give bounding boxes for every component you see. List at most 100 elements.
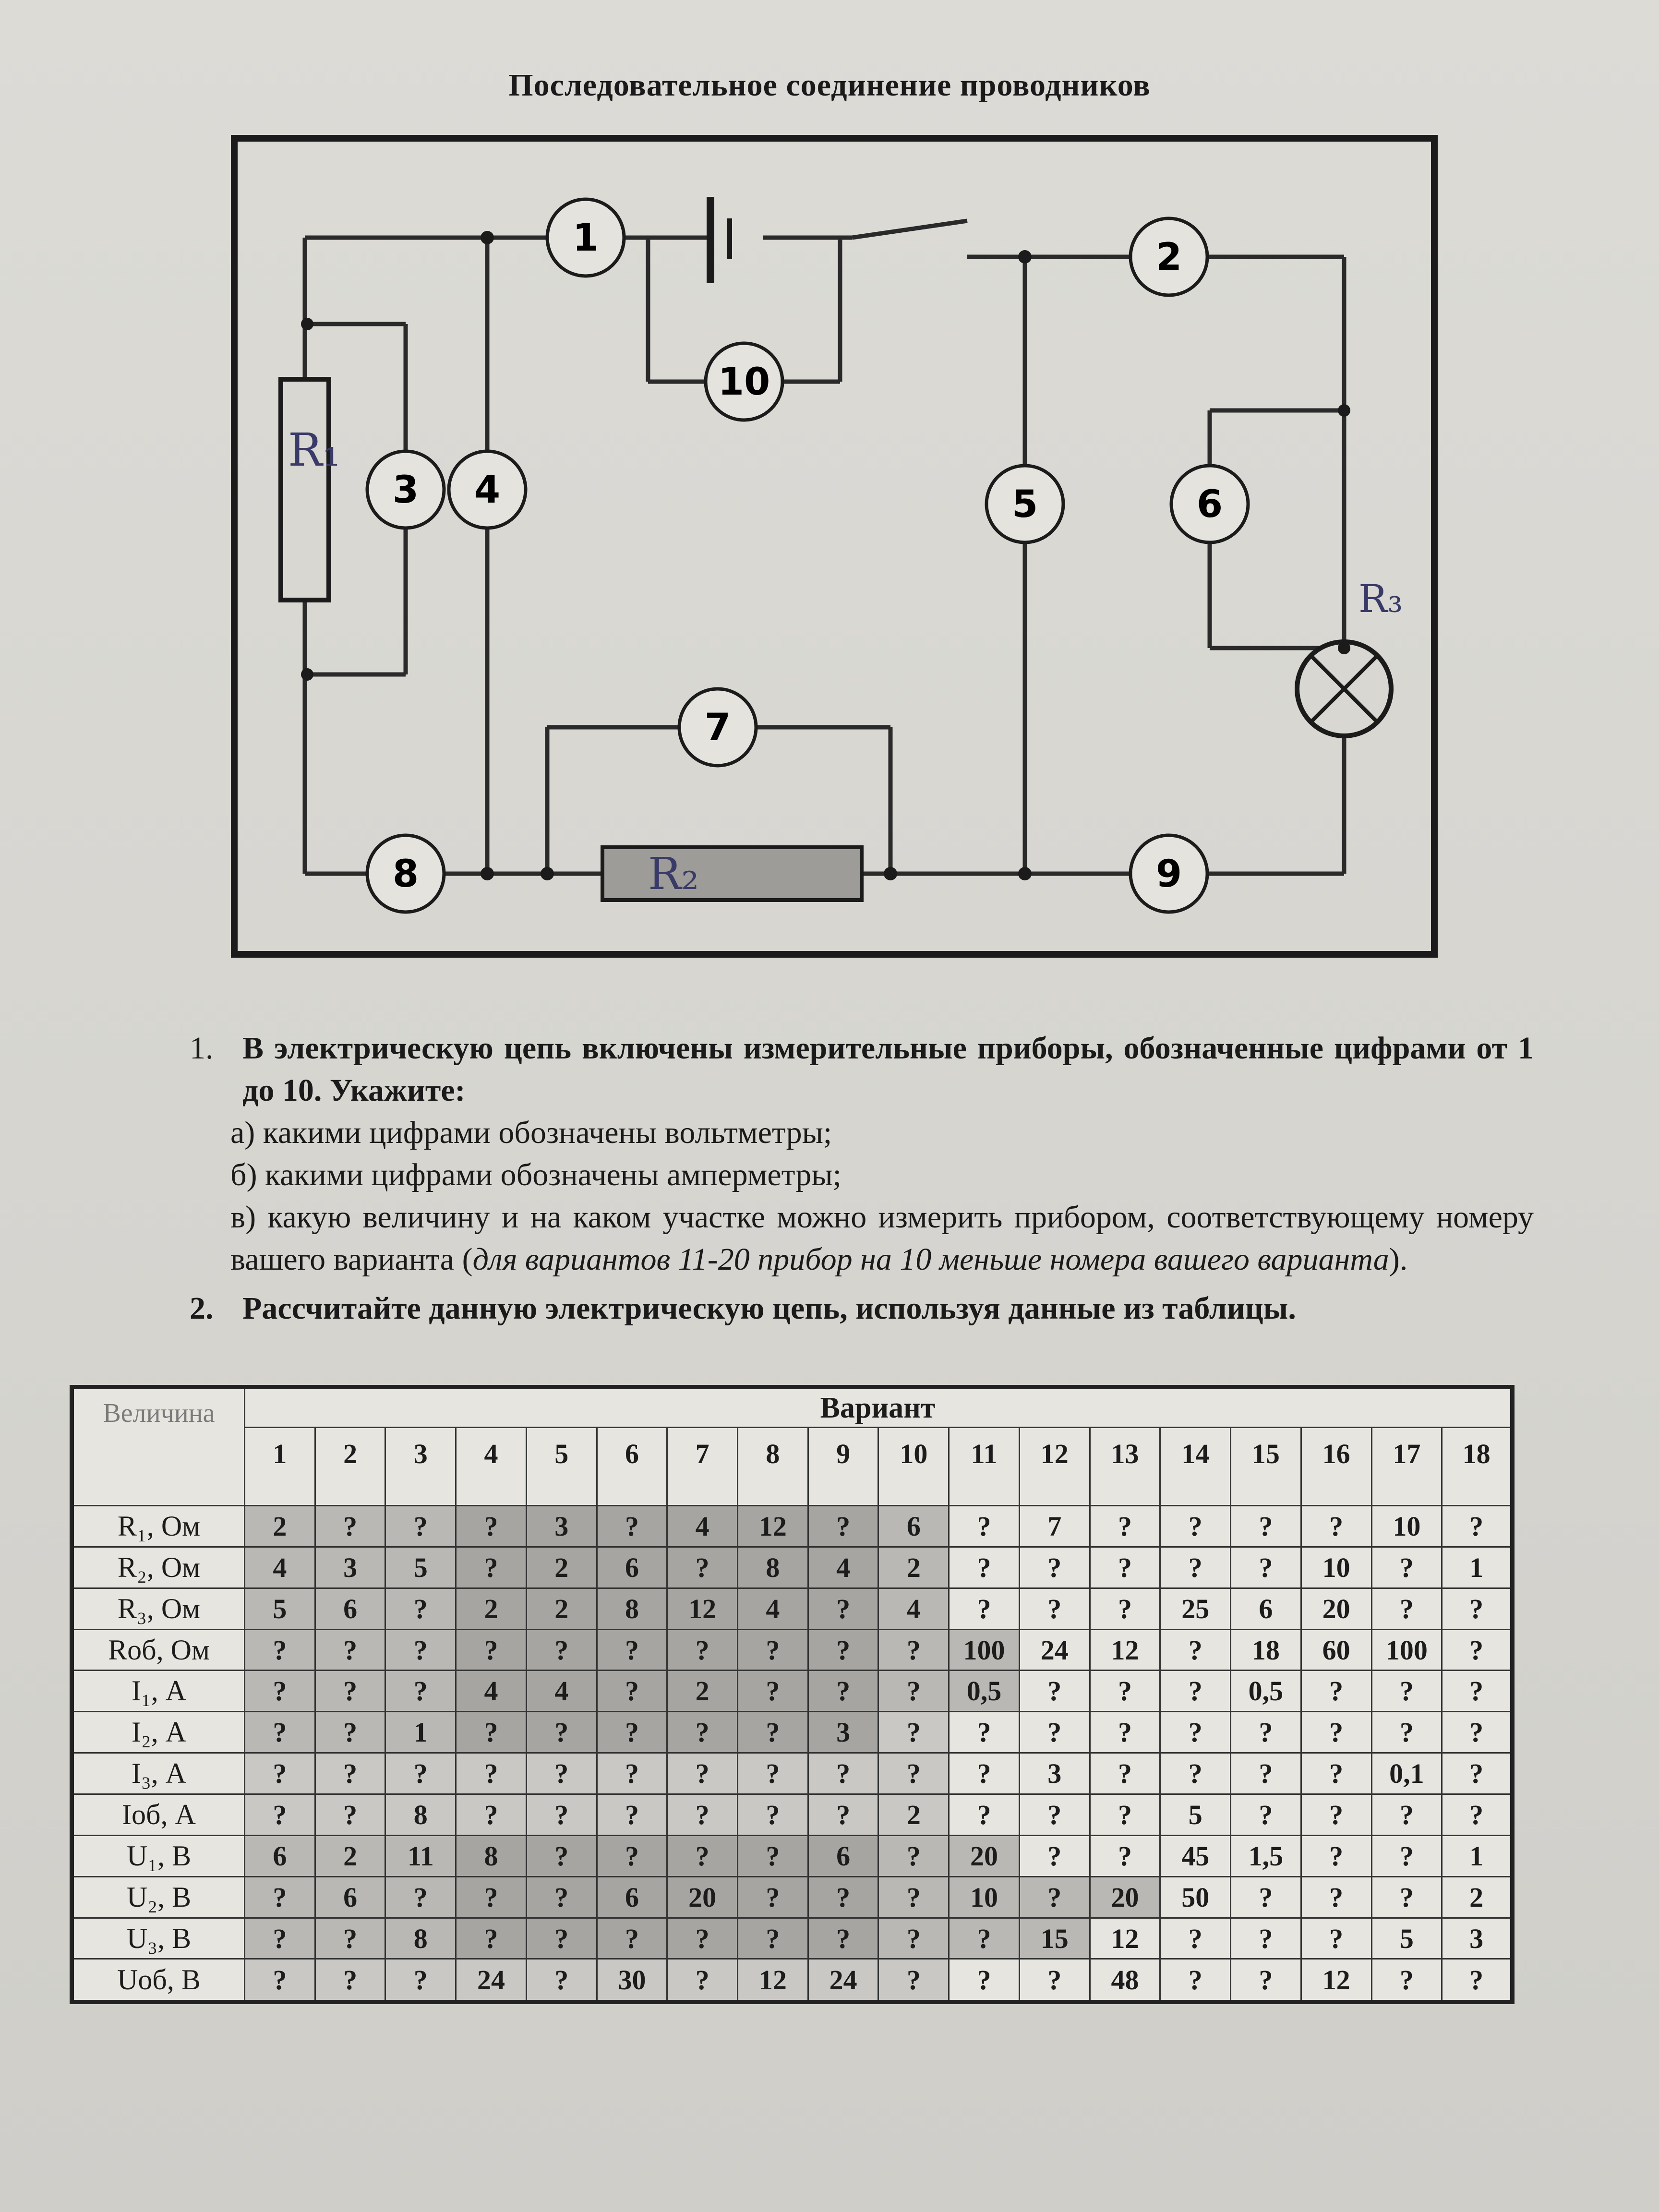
table-cell: ? [1300, 1711, 1372, 1754]
svg-text:6: 6 [1197, 483, 1223, 526]
table-cell: ? [314, 1711, 386, 1754]
table-cell: ? [455, 1711, 527, 1754]
table-cell: ? [878, 1670, 950, 1713]
svg-text:8: 8 [393, 853, 419, 896]
svg-text:1: 1 [573, 216, 599, 260]
table-cell: ? [596, 1793, 668, 1836]
svg-text:4: 4 [474, 469, 500, 512]
svg-text:7: 7 [705, 706, 731, 749]
table-cell: 8 [596, 1587, 668, 1630]
table-cell: ? [666, 1546, 739, 1589]
table-cell: ? [948, 1711, 1020, 1754]
table-cell: 8 [737, 1546, 809, 1589]
table-cell: ? [1089, 1546, 1161, 1589]
table-cell: ? [1089, 1711, 1161, 1754]
table-cell: ? [1441, 1505, 1513, 1548]
lamp-r3 [1295, 639, 1394, 738]
table-cell: ? [385, 1875, 457, 1919]
table-cell: ? [1370, 1834, 1443, 1877]
table-cell: ? [1230, 1917, 1302, 1960]
variant-number: 2 [314, 1427, 386, 1506]
table-cell: ? [878, 1711, 950, 1754]
table-cell: ? [1230, 1958, 1302, 2003]
table-cell: ? [244, 1670, 316, 1713]
table-cell: ? [1370, 1670, 1443, 1713]
table-cell: ? [666, 1793, 739, 1836]
table-cell: 6 [314, 1875, 386, 1919]
table-cell: 6 [596, 1546, 668, 1589]
resistor-r1-label: R₁ [288, 424, 341, 477]
table-cell: ? [878, 1752, 950, 1795]
task-1-c-italic: для вариантов 11-20 прибор на 10 меньше … [472, 1242, 1389, 1277]
table-cell: ? [1159, 1917, 1232, 1960]
table-cell: ? [948, 1505, 1020, 1548]
table-cell: 2 [878, 1793, 950, 1836]
table-cell: 25 [1159, 1587, 1232, 1630]
table-cell: ? [455, 1875, 527, 1919]
table-cell: ? [385, 1505, 457, 1548]
variant-number: 14 [1159, 1427, 1232, 1506]
table-cell: 3 [1441, 1917, 1513, 1960]
variant-number: 8 [737, 1427, 809, 1506]
meter-6: 6 [1169, 464, 1250, 544]
circuit-diagram: R₁ R₂ R₃ 1 2 3 4 5 [231, 135, 1438, 958]
table-cell: ? [314, 1505, 386, 1548]
table-cell: 6 [314, 1587, 386, 1630]
table-cell: ? [385, 1587, 457, 1630]
table-cell: 20 [666, 1875, 739, 1919]
table-cell: ? [737, 1628, 809, 1671]
table-cell: ? [244, 1752, 316, 1795]
table-cell: ? [948, 1752, 1020, 1795]
table-cell: ? [314, 1628, 386, 1671]
table-cell: ? [737, 1917, 809, 1960]
table-cell: 6 [596, 1875, 668, 1919]
table-cell: 6 [878, 1505, 950, 1548]
table-cell: ? [314, 1917, 386, 1960]
meter-4: 4 [447, 449, 528, 530]
table-cell: ? [1089, 1670, 1161, 1713]
table-cell: ? [1441, 1670, 1513, 1713]
table-cell: 1 [1441, 1834, 1513, 1877]
diagram-frame [231, 135, 1438, 958]
meter-8: 8 [365, 833, 446, 914]
table-cell: 10 [948, 1875, 1020, 1919]
table-cell: ? [385, 1752, 457, 1795]
table-cell: ? [596, 1917, 668, 1960]
page-title: Последовательное соединение проводников [508, 68, 1151, 103]
table-cell: ? [314, 1793, 386, 1836]
table-cell: ? [1300, 1793, 1372, 1836]
table-cell: ? [1230, 1505, 1302, 1548]
table-cell: ? [807, 1875, 879, 1919]
row-label: U₃, В [71, 1917, 245, 1960]
table-cell: ? [737, 1752, 809, 1795]
table-cell: ? [525, 1793, 598, 1836]
table-cell: ? [385, 1958, 457, 2003]
table-cell: ? [807, 1752, 879, 1795]
table-cell: ? [1300, 1875, 1372, 1919]
table-cell: ? [666, 1628, 739, 1671]
table-cell: 2 [244, 1505, 316, 1548]
table-cell: ? [737, 1711, 809, 1754]
table-cell: 4 [807, 1546, 879, 1589]
table-cell: ? [1089, 1752, 1161, 1795]
resistor-r2 [601, 845, 864, 902]
table-cell: ? [1370, 1958, 1443, 2003]
table-cell: ? [244, 1711, 316, 1754]
table-cell: ? [1159, 1752, 1232, 1795]
table-cell: 100 [948, 1628, 1020, 1671]
table-cell: 0,5 [948, 1670, 1020, 1713]
table-cell: 3 [314, 1546, 386, 1589]
table-cell: 1 [385, 1711, 457, 1754]
table-cell: ? [1230, 1546, 1302, 1589]
table-cell: ? [1159, 1670, 1232, 1713]
variant-number: 5 [525, 1427, 598, 1506]
table-cell: 15 [1018, 1917, 1091, 1960]
row-label: I₃, А [71, 1752, 245, 1795]
variant-number: 13 [1089, 1427, 1161, 1506]
task-1-b: б) какими цифрами обозначены амперметры; [230, 1157, 842, 1192]
